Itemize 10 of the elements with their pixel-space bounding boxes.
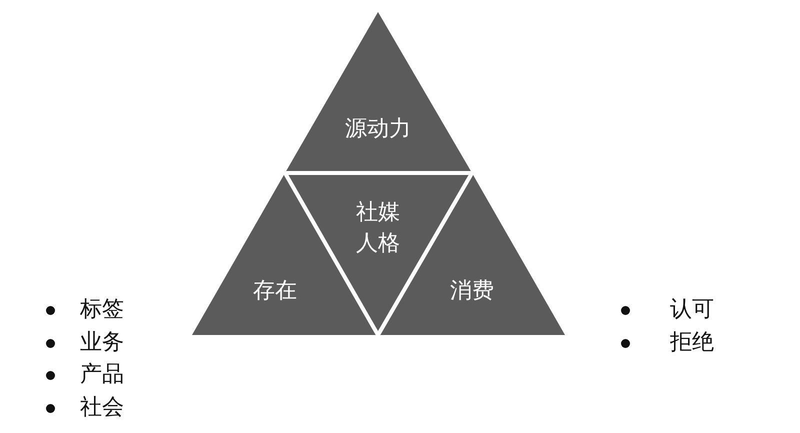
list-item-text: 产品 — [80, 361, 124, 389]
segment-label: 源动力 — [344, 116, 412, 144]
segment-label: 社媒人格 — [355, 199, 401, 258]
segment-label: 消费 — [449, 278, 495, 306]
list-item-text: 社会 — [80, 394, 124, 422]
list-item-text: 认可 — [670, 296, 714, 324]
list-item-text: 标签 — [80, 296, 124, 324]
list-item-text: 拒绝 — [670, 329, 714, 357]
list-item-text: 业务 — [80, 329, 124, 357]
segment-label: 存在 — [252, 278, 298, 306]
